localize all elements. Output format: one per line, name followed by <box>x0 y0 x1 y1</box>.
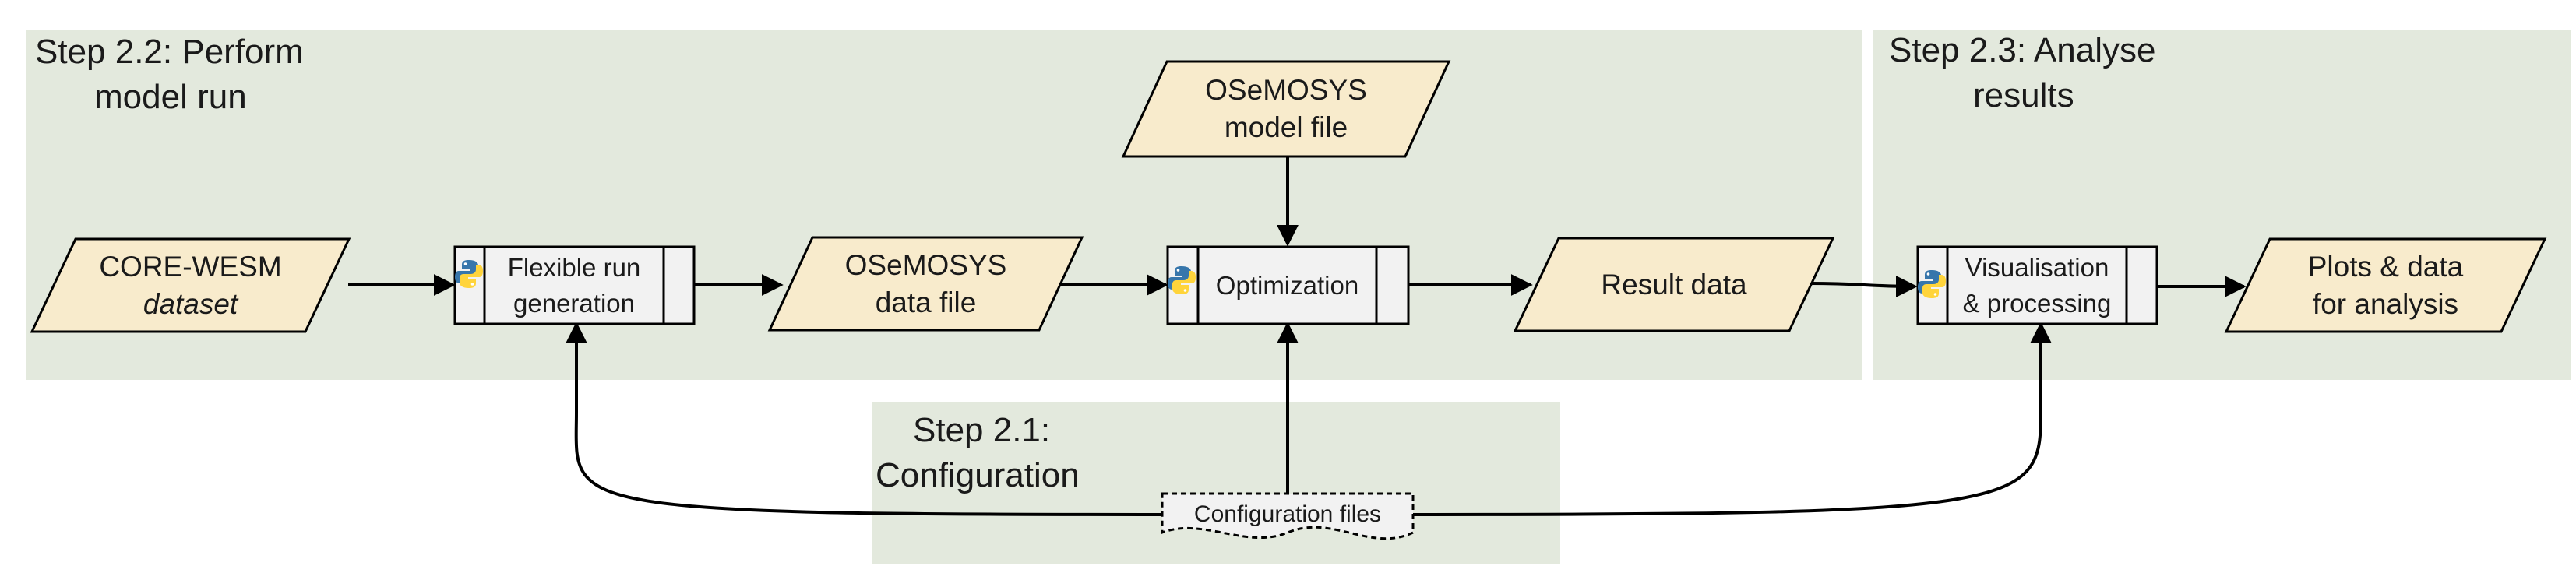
stage-analyse-title: Step 2.3: Analyse results <box>1889 28 2155 118</box>
stage-configuration-title-line2: Configuration <box>876 456 1080 494</box>
visualisation-line1: Visualisation <box>1965 252 2109 282</box>
plots-data-shape <box>2224 237 2547 333</box>
osemosys-model-line1: OSeMOSYS <box>1205 74 1367 106</box>
osemosys-model-file-shape <box>1121 60 1451 158</box>
configuration-files-text: Configuration files <box>1193 501 1382 527</box>
optimization-text: Optimization <box>1215 270 1359 300</box>
result-data-shape <box>1513 237 1835 332</box>
visualisation-process <box>1916 245 2158 325</box>
osemosys-model-line2: model file <box>1224 111 1348 143</box>
visualisation-label: Visualisation & processing <box>1947 247 2127 324</box>
stage-analyse-title-line2: results <box>1973 76 2074 114</box>
core-wesm-dataset-word: dataset <box>143 287 238 320</box>
flexible-run-line1: Flexible run <box>507 252 641 282</box>
configuration-files-label: Configuration files <box>1162 494 1413 536</box>
core-wesm-label: CORE-WESM dataset <box>32 239 349 332</box>
osemosys-data-line2: data file <box>875 286 977 318</box>
visualisation-line2: & processing <box>1962 288 2112 318</box>
osemosys-data-line1: OSeMOSYS <box>844 248 1007 281</box>
config-to-flexible-connector <box>566 322 1163 516</box>
osemosys-model-file-label: OSeMOSYS model file <box>1123 62 1449 156</box>
configuration-files-shape <box>1161 492 1415 540</box>
optimization-label: Optimization <box>1198 247 1376 324</box>
config-to-visualisation-connector <box>1412 322 2052 516</box>
stage-configuration <box>872 402 1560 564</box>
core-wesm-dataset-shape <box>30 237 351 333</box>
result-data-text: Result data <box>1601 268 1747 301</box>
arrow-result-to-visualisation <box>1810 275 1918 297</box>
stage-perform-title-line1: Step 2.2: Perform <box>35 33 304 71</box>
osemosys-data-file-shape <box>767 236 1084 332</box>
stage-perform-title: Step 2.2: Perform model run <box>35 30 304 120</box>
stage-perform-title-line2: model run <box>94 78 247 116</box>
stage-configuration-title-line1: Step 2.1: <box>913 411 1051 449</box>
stage-configuration-title: Step 2.1: Configuration <box>876 408 1080 498</box>
core-wesm-name: CORE-WESM <box>99 250 282 283</box>
osemosys-data-file-label: OSeMOSYS data file <box>770 237 1082 330</box>
plots-data-label: Plots & data for analysis <box>2226 239 2545 332</box>
plots-line2: for analysis <box>2312 287 2459 320</box>
flexible-run-line2: generation <box>513 288 635 318</box>
result-data-label: Result data <box>1515 238 1833 331</box>
stage-analyse-title-line1: Step 2.3: Analyse <box>1889 31 2156 69</box>
plots-line1: Plots & data <box>2307 250 2464 283</box>
flexible-run-label: Flexible run generation <box>485 247 664 324</box>
flexible-run-process <box>453 245 696 325</box>
optimization-process <box>1166 245 1410 325</box>
